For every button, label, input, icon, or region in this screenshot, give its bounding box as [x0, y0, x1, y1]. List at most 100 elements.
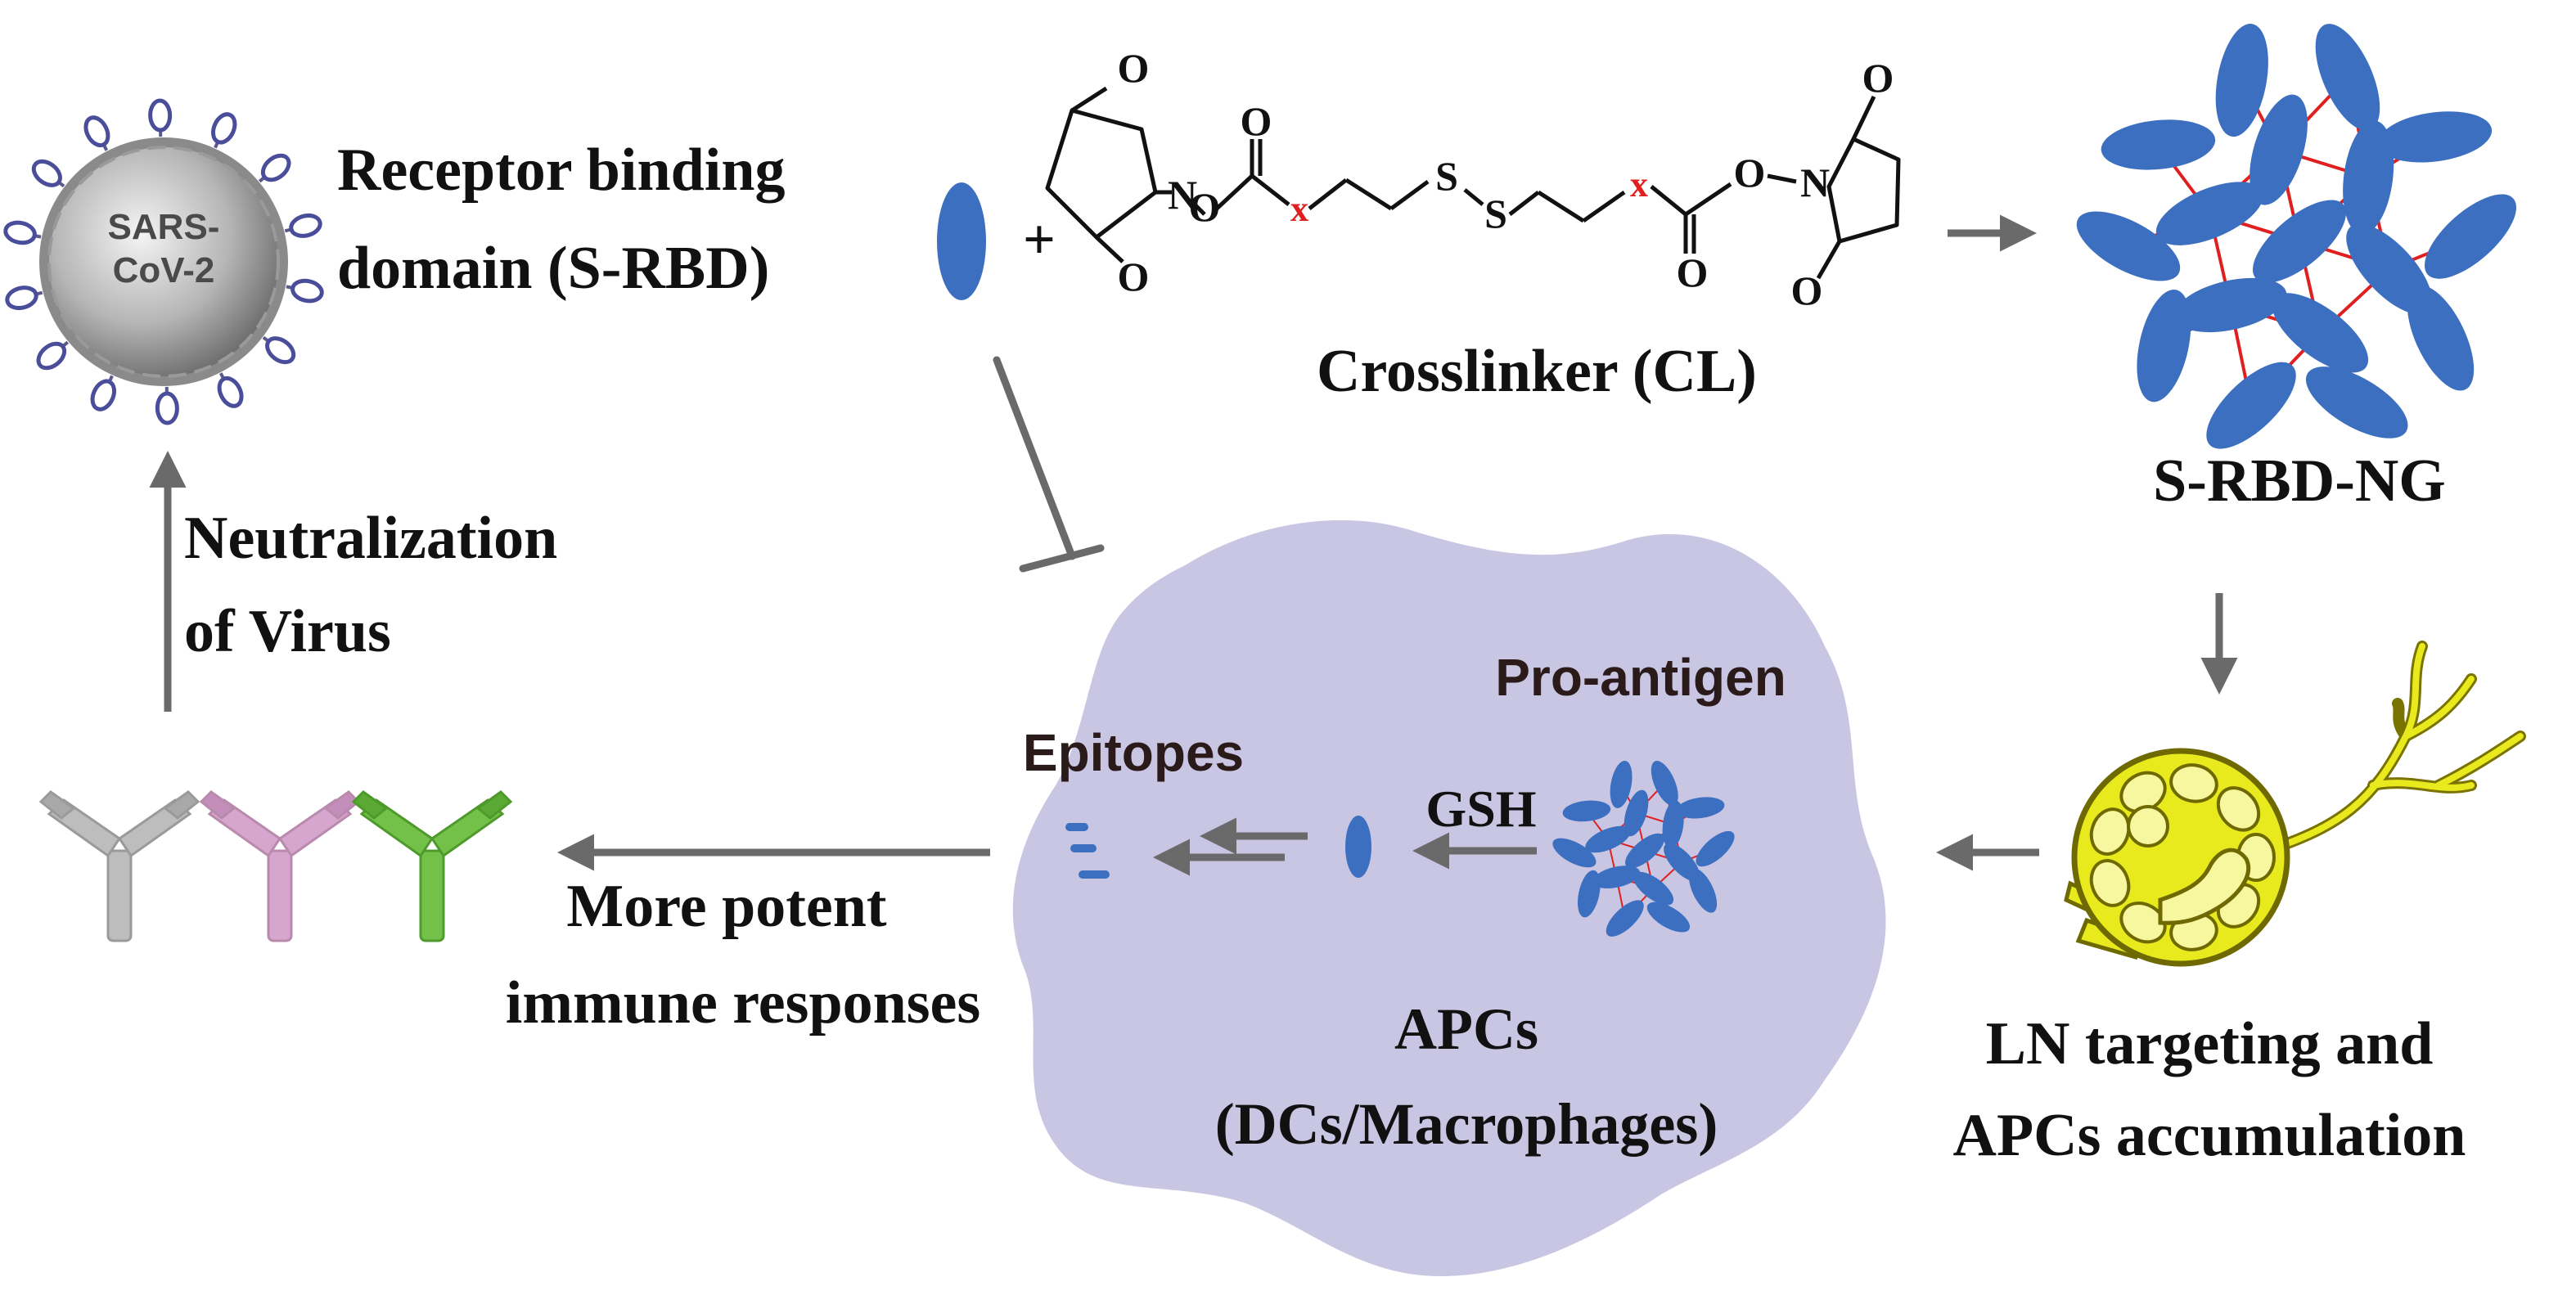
- antigen-subunit: [2272, 293, 2369, 373]
- virus-spike: [90, 375, 117, 411]
- antigen-subunit-small: [1605, 900, 1644, 937]
- antigen-subunit: [2425, 194, 2517, 279]
- released-s-rbd: [1345, 816, 1371, 878]
- s-rbd-nanogel: [2076, 23, 2517, 449]
- lymph-node-label-line2: APCs accumulation: [1953, 1102, 2466, 1169]
- antigen-subunit: [2076, 211, 2181, 281]
- lymph-follicle: [2169, 763, 2218, 803]
- atom-s-right: S: [1484, 191, 1507, 236]
- antigen-subunit: [2155, 182, 2263, 245]
- antigen-subunit-small: [1585, 825, 1631, 853]
- plus-sign: +: [1023, 209, 1056, 272]
- gsh-label: GSH: [1425, 780, 1536, 838]
- antigen-subunit-small: [1689, 868, 1718, 913]
- receptor-label-line1: Receptor binding: [337, 137, 786, 204]
- antigen-subunit: [2101, 119, 2216, 170]
- pro-antigen-label: Pro-antigen: [1495, 648, 1786, 707]
- arrow-to-epitopes: [1153, 817, 1308, 876]
- lymphatic-vessels: [2261, 641, 2526, 857]
- apcs-label-line1: APCs: [1394, 996, 1538, 1062]
- antigen-subunit-small: [1610, 760, 1633, 808]
- atom-s-left: S: [1435, 153, 1458, 199]
- antigen-subunit-small: [1651, 760, 1678, 806]
- atom-o-ester-left: O: [1189, 184, 1221, 230]
- antigen-subunit-small: [1646, 902, 1691, 933]
- epitopes-label: Epitopes: [1023, 723, 1244, 782]
- atom-n-right: N: [1800, 160, 1830, 205]
- s-rbd-antigen: [937, 182, 986, 300]
- apc-cell-body: [1012, 519, 1886, 1276]
- antigen-subunit: [2305, 366, 2408, 438]
- antibody-pink: [199, 790, 361, 942]
- virus-spike: [286, 278, 324, 304]
- antigen-subunit: [2215, 23, 2268, 137]
- sars-cov-2-virus: SARS- CoV-2: [3, 98, 324, 425]
- atom-o-carbonyl-right: O: [1677, 250, 1709, 295]
- virus-spike: [148, 98, 173, 137]
- virus-spike: [5, 286, 43, 311]
- virus-spike: [83, 115, 110, 151]
- atom-o-ester-right: O: [1734, 150, 1766, 196]
- virus-spike: [31, 159, 65, 188]
- atom-o-bottom-left: O: [1118, 254, 1150, 299]
- lymph-node: [2064, 641, 2526, 967]
- antigen-subunit: [2174, 277, 2287, 333]
- lymph-follicle: [2119, 902, 2167, 944]
- epitope-fragment: [1065, 823, 1088, 831]
- inhibition-marker: [993, 356, 1105, 573]
- epitope-fragment: [1079, 870, 1110, 879]
- atom-o-carbonyl-left: O: [1241, 98, 1272, 144]
- virus-spike: [3, 220, 42, 245]
- crosslinker-label: Crosslinker (CL): [1317, 338, 1757, 405]
- antibody-green: [351, 790, 513, 942]
- antigen-subunit: [2137, 289, 2191, 402]
- virus-spike: [36, 340, 70, 371]
- antigen-subunit: [2206, 362, 2296, 449]
- virus-spike: [258, 153, 291, 183]
- antigen-subunit-small: [1577, 870, 1601, 918]
- lymph-node-medulla: [2158, 848, 2251, 925]
- atom-o-top-right: O: [1862, 55, 1894, 101]
- virus-spike: [155, 386, 179, 425]
- cleavage-mark-left: x: [1290, 189, 1308, 229]
- atom-o-bottom-right: O: [1791, 268, 1823, 313]
- antigen-subunit-small: [1562, 800, 1611, 822]
- virus-label-line1: SARS-: [108, 207, 220, 247]
- virus-spike: [284, 213, 322, 238]
- antigen-subunit-small: [1677, 797, 1725, 819]
- lymph-follicle: [2089, 859, 2131, 907]
- antigen-subunit-small: [1633, 871, 1674, 906]
- neutralization-label-line2: of Virus: [184, 598, 391, 665]
- lymph-follicle: [2127, 805, 2169, 848]
- antigen-subunit-small: [1552, 838, 1596, 868]
- antigen-subunit: [2253, 200, 2346, 283]
- immune-label-line1: More potent: [566, 873, 886, 940]
- antigen-subunit-small: [1625, 833, 1664, 869]
- receptor-label-line2: domain (S-RBD): [337, 235, 769, 302]
- virus-spike: [262, 335, 296, 365]
- antigen-subunit: [2315, 24, 2380, 131]
- antigen-subunit: [2407, 285, 2475, 391]
- virus-spikes: [3, 98, 324, 425]
- antigen-subunit: [2378, 111, 2493, 163]
- lymph-follicle: [2089, 807, 2131, 856]
- lymph-follicle: [2216, 786, 2261, 832]
- immune-label-line2: immune responses: [506, 969, 980, 1036]
- antigen-subunit-small: [1696, 830, 1735, 867]
- atom-n-left: N: [1168, 172, 1197, 218]
- crosslinker-atoms: O N O O O x S S x O O N O O: [1118, 45, 1894, 313]
- lymph-node-follicles: [2089, 763, 2276, 951]
- pro-antigen-nanogel: [1552, 760, 1735, 937]
- nanogel-label: S-RBD-NG: [2153, 447, 2446, 515]
- atom-o-top-left: O: [1118, 45, 1150, 91]
- antigen-subunit: [2249, 94, 2308, 205]
- epitope-fragments: [1065, 823, 1110, 879]
- virus-spike: [217, 372, 244, 408]
- crosslinker-structure: [1045, 86, 1901, 280]
- lymph-node-label-line1: LN targeting and: [1986, 1010, 2434, 1077]
- antigen-subunit-small: [1624, 789, 1649, 837]
- antibody-gray: [38, 790, 200, 942]
- virus-spike: [210, 112, 237, 149]
- apcs-label-line2: (DCs/Macrophages): [1215, 1091, 1718, 1157]
